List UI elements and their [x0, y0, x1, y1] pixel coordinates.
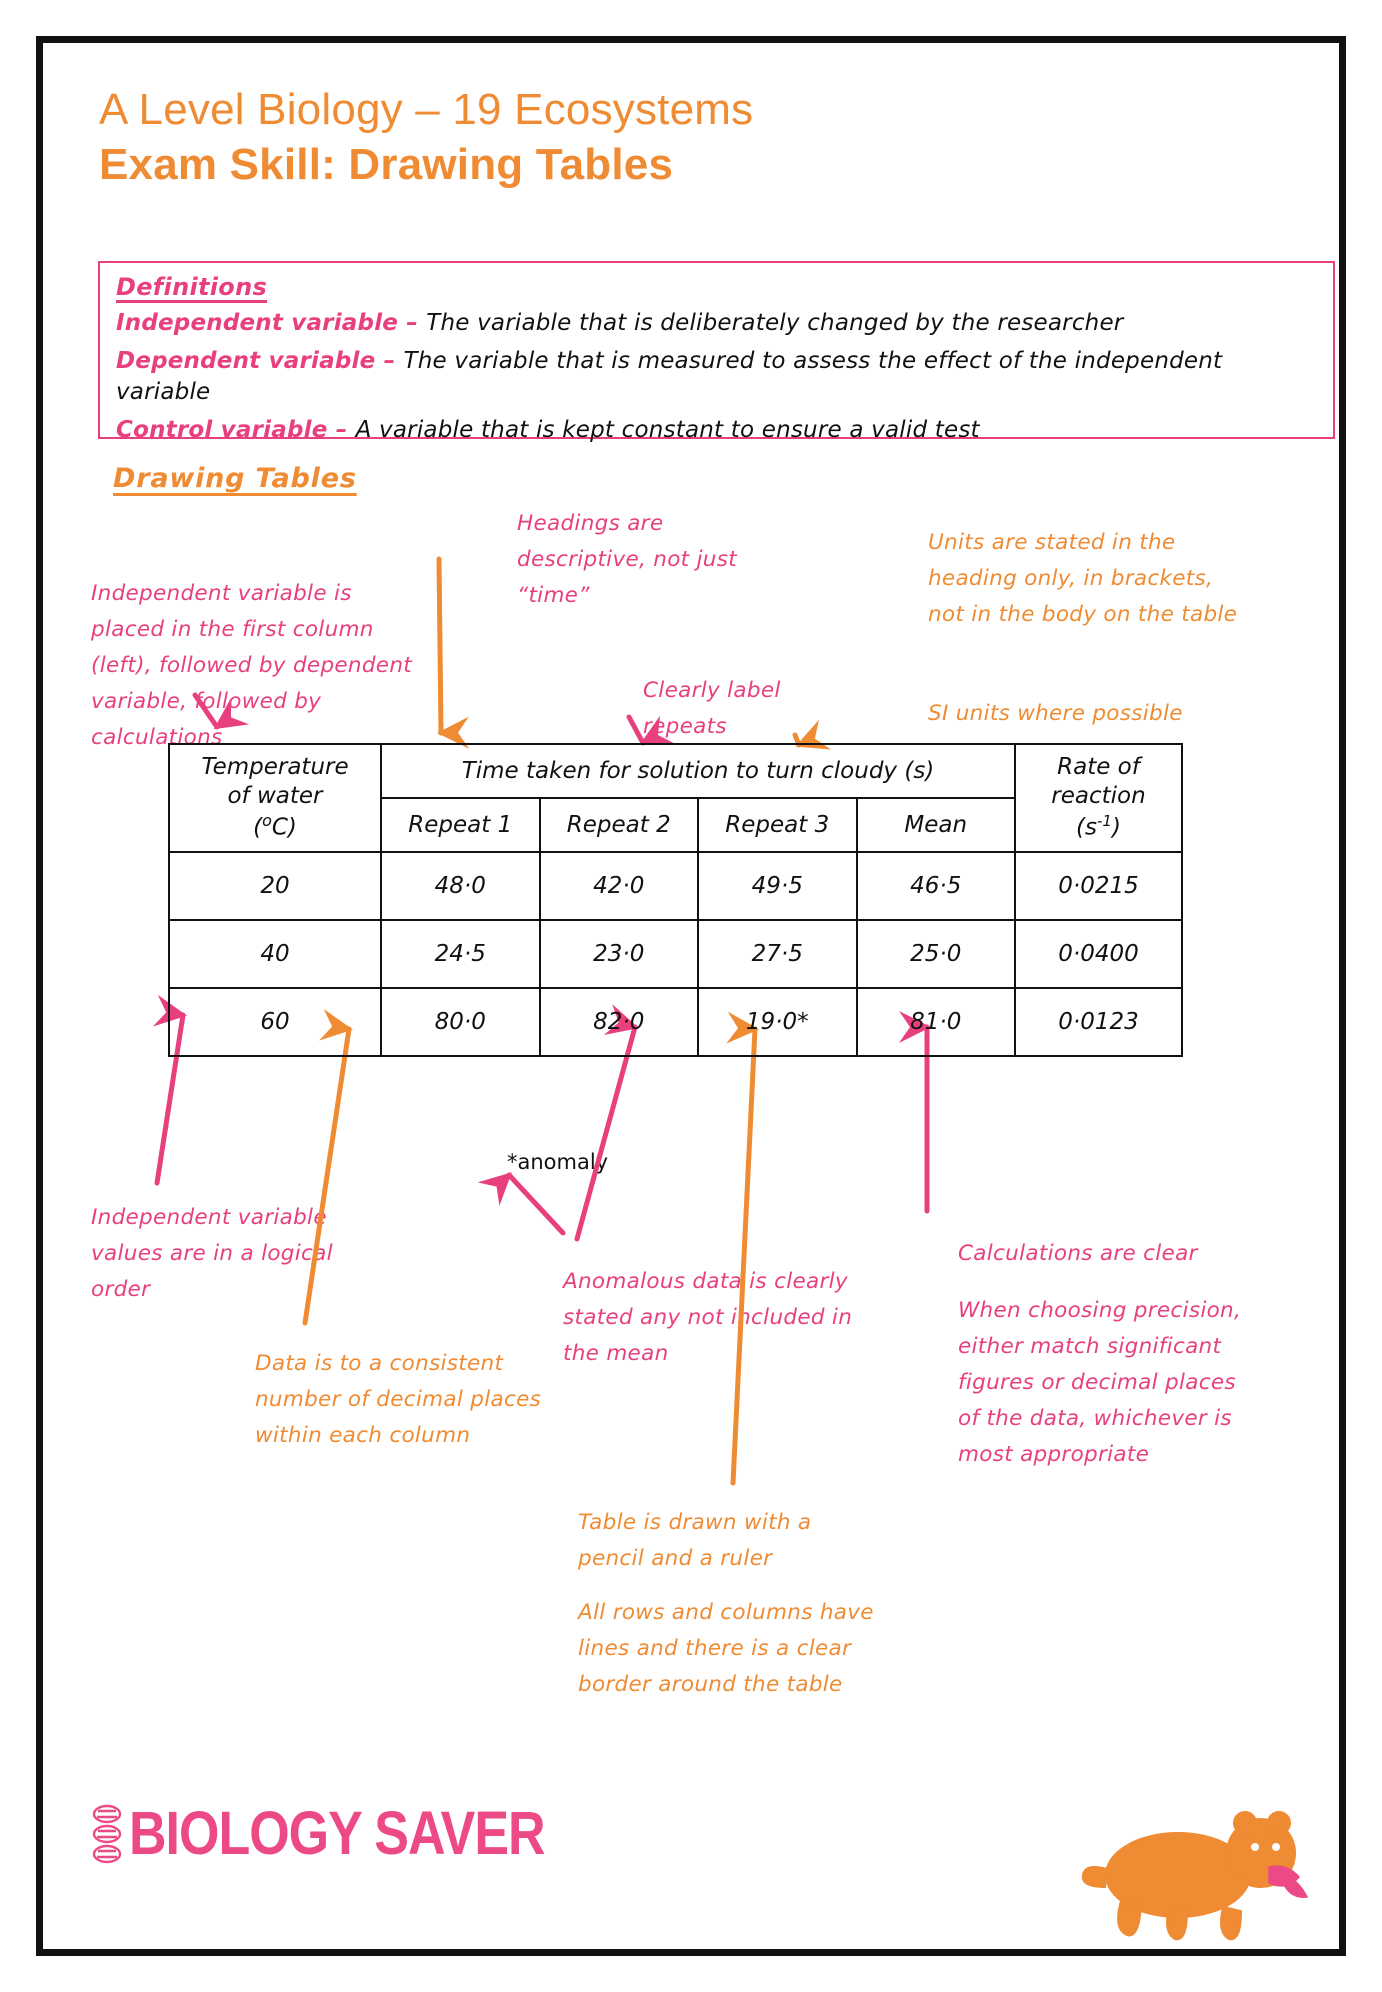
definition-term: Dependent variable – [116, 347, 404, 374]
header-rate-unit: (s-1) [1076, 811, 1121, 841]
title-line-2: Exam Skill: Drawing Tables [99, 139, 674, 189]
definition-term: Control variable – [116, 417, 356, 443]
bear-mascot-icon [1081, 1811, 1309, 1941]
definition-body: The variable that is measured to assess … [116, 347, 1223, 406]
annotation-logical-order: Independent variable values are in a log… [91, 1205, 333, 1303]
title-line-1: A Level Biology – 19 Ecosystems [99, 85, 754, 134]
cell-repeat-1: 24·5 [380, 919, 541, 989]
annotation-decimal-places: Data is to a consistent number of decima… [255, 1351, 542, 1449]
cell-rate: 0·0400 [1014, 919, 1183, 989]
results-table: Temperature of water (oC) Time taken for… [168, 743, 1183, 1057]
table-row: 60 80·0 82·0 19·0* 81·0 0·0123 [168, 987, 1183, 1057]
annotation-headings-descriptive: Headings are descriptive, not just “time… [517, 511, 737, 609]
header-temperature: Temperature of water (oC) [168, 743, 382, 853]
brand-name: BIOLOGY SAVER [129, 1799, 546, 1869]
cell-temperature: 40 [168, 919, 382, 989]
page-title: A Level Biology – 19 Ecosystems Exam Ski… [99, 85, 1249, 190]
cell-repeat-3: 49·5 [697, 851, 858, 921]
header-repeat-3: Repeat 3 [697, 797, 858, 853]
table-row: 40 24·5 23·0 27·5 25·0 0·0400 [168, 919, 1183, 989]
cell-repeat-1: 80·0 [380, 987, 541, 1057]
page-border-frame: A Level Biology – 19 Ecosystems Exam Ski… [36, 36, 1346, 1956]
definition-item: Dependent variable – The variable that i… [116, 346, 1319, 409]
cell-temperature: 60 [168, 987, 382, 1057]
definition-term: Independent variable – [116, 309, 427, 336]
cell-mean: 25·0 [855, 919, 1016, 989]
annotation-label-repeats: Clearly label repeats [643, 678, 781, 740]
cell-repeat-2: 23·0 [538, 919, 699, 989]
header-temp-line1: Temperature [201, 753, 349, 780]
definitions-box: Definitions Independent variable – The v… [98, 261, 1335, 443]
annotation-units-in-heading: Units are stated in the heading only, in… [928, 530, 1238, 628]
cell-mean: 81·0 [855, 987, 1016, 1057]
header-rate-line2: reaction [1051, 783, 1146, 810]
header-temp-line2: of water [227, 782, 323, 809]
header-temp-unit: (oC) [253, 811, 297, 842]
dna-icon [92, 1804, 122, 1864]
table-header-row-primary: Temperature of water (oC) Time taken for… [168, 743, 1183, 853]
cell-repeat-3-anomaly: 19·0* [697, 987, 858, 1057]
cell-temperature: 20 [168, 851, 382, 921]
cell-repeat-3: 27·5 [697, 919, 858, 989]
header-rate-line1: Rate of [1057, 754, 1140, 781]
cell-repeat-2: 82·0 [538, 987, 699, 1057]
annotation-rows-columns-lines: All rows and columns have lines and ther… [578, 1600, 874, 1698]
definition-item: Control variable – A variable that is ke… [116, 415, 1319, 447]
annotation-calculations-clear: Calculations are clear [958, 1241, 1198, 1266]
header-repeat-1: Repeat 1 [380, 797, 541, 853]
section-heading-drawing-tables: Drawing Tables [113, 463, 357, 494]
definitions-heading: Definitions [116, 273, 268, 301]
annotation-pencil-and-ruler: Table is drawn with a pencil and a ruler [578, 1510, 812, 1572]
cell-rate: 0·0123 [1014, 987, 1183, 1057]
table-header-row-sub: Repeat 1 Repeat 2 Repeat 3 Mean [169, 797, 1182, 853]
header-time-group: Time taken for solution to turn cloudy (… [380, 743, 1016, 799]
cell-repeat-1: 48·0 [380, 851, 541, 921]
definition-item: Independent variable – The variable that… [116, 308, 1319, 340]
table-body: 20 48·0 42·0 49·5 46·5 0·0215 40 24·5 23… [168, 851, 1183, 1057]
annotation-independent-variable-placement: Independent variable is placed in the fi… [91, 581, 412, 751]
annotation-precision: When choosing precision, either match si… [958, 1298, 1242, 1468]
cell-mean: 46·5 [855, 851, 1016, 921]
anomaly-footnote: *anomaly [507, 1150, 609, 1174]
header-repeat-2: Repeat 2 [538, 797, 699, 853]
header-mean: Mean [855, 797, 1016, 853]
cell-rate: 0·0215 [1014, 851, 1183, 921]
definition-body: A variable that is kept constant to ensu… [355, 417, 980, 443]
definition-body: The variable that is deliberately change… [426, 309, 1124, 336]
brand-logo: BIOLOGY SAVER [91, 1799, 546, 1869]
header-rate-of-reaction: Rate of reaction (s-1) [1014, 743, 1183, 853]
table-row: 20 48·0 42·0 49·5 46·5 0·0215 [168, 851, 1183, 921]
annotation-anomalous-data: Anomalous data is clearly stated any not… [563, 1269, 853, 1367]
annotation-si-units: SI units where possible [928, 701, 1183, 726]
cell-repeat-2: 42·0 [538, 851, 699, 921]
